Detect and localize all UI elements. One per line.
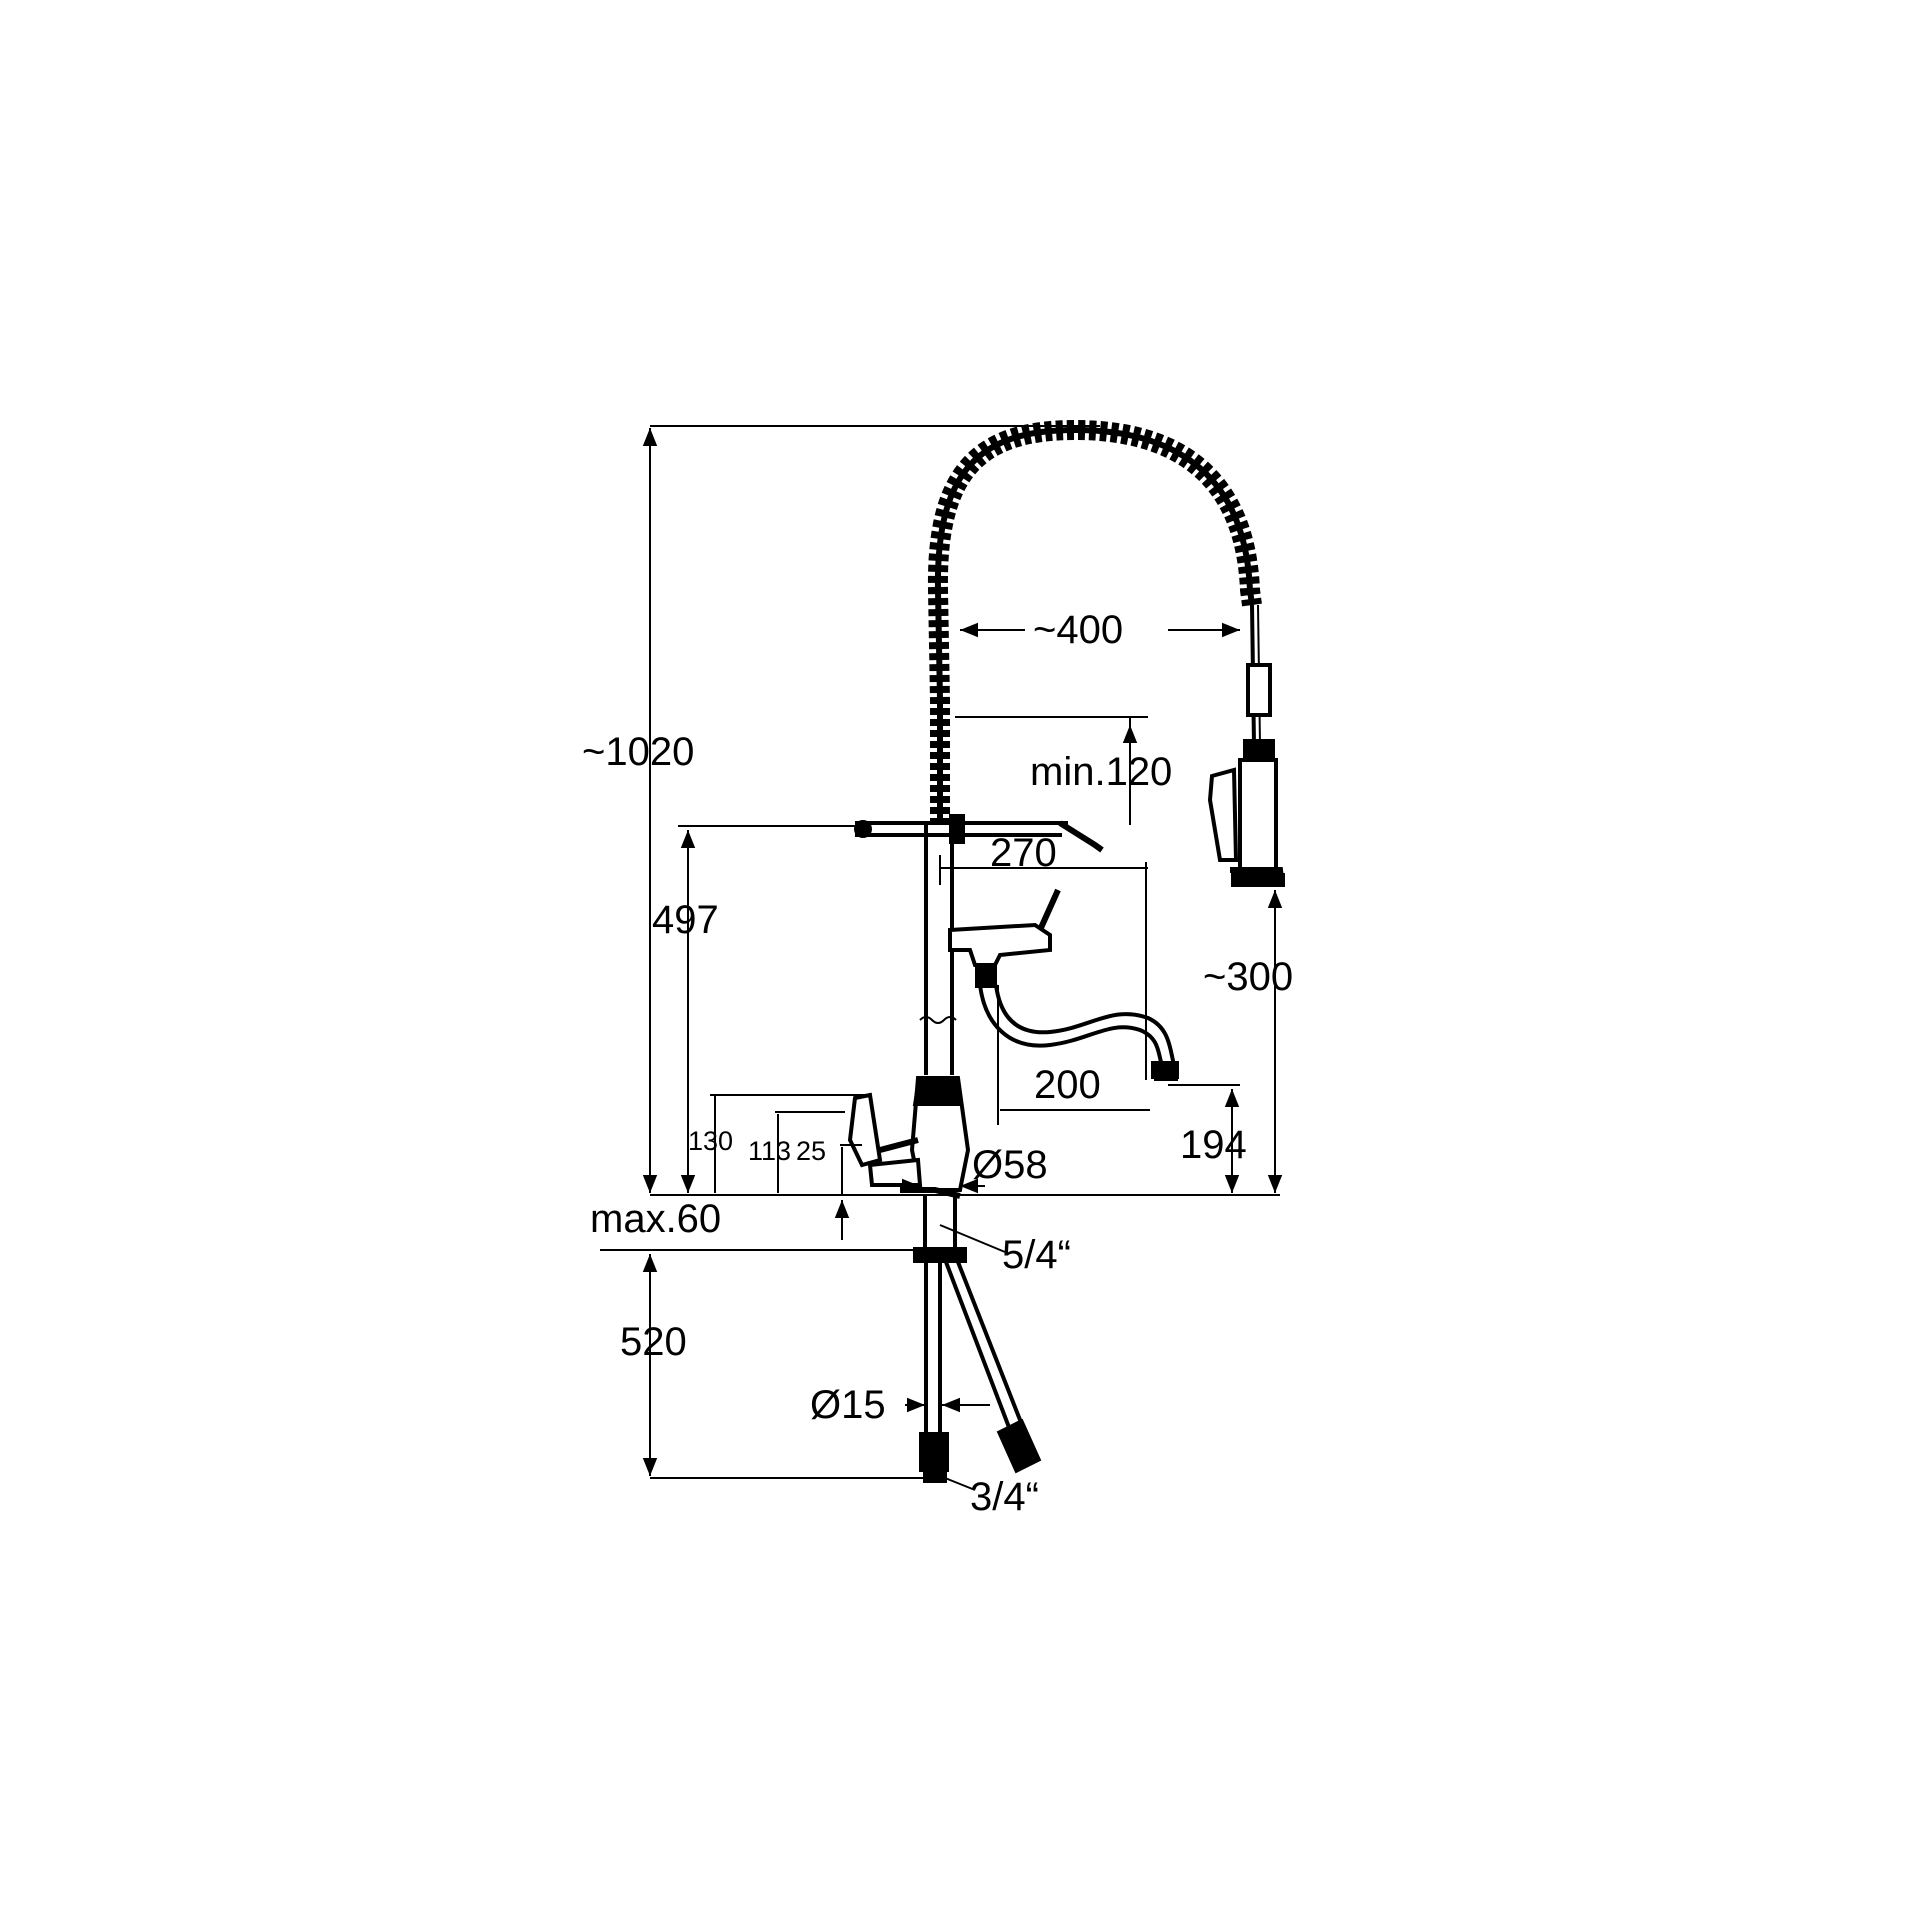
spray-head bbox=[1207, 663, 1285, 887]
label-arm-height: 497 bbox=[652, 898, 719, 942]
label-lever-25: 25 bbox=[796, 1136, 826, 1166]
dimension-labels: ~1020 ~400 min.120 497 270 ~300 200 194 … bbox=[582, 608, 1293, 1519]
label-total-height: ~1020 bbox=[582, 730, 694, 774]
label-hose-diameter: Ø15 bbox=[810, 1383, 886, 1427]
label-spout-outlet-height: 194 bbox=[1180, 1123, 1247, 1167]
swivel-spout bbox=[948, 888, 1179, 1081]
support-arm bbox=[854, 814, 1104, 853]
label-base-diameter: Ø58 bbox=[972, 1143, 1048, 1187]
label-thread-bottom: 3/4“ bbox=[970, 1475, 1039, 1519]
dimension-lines bbox=[600, 425, 1283, 1491]
supply-hoses bbox=[919, 1261, 1042, 1483]
label-min-clearance: min.120 bbox=[1030, 750, 1172, 794]
deck-connection bbox=[913, 1196, 967, 1263]
label-spout-projection: 200 bbox=[1034, 1063, 1101, 1107]
label-thread-top: 5/4“ bbox=[1002, 1233, 1071, 1277]
label-spout-reach: 270 bbox=[990, 831, 1057, 875]
label-max-deck: max.60 bbox=[590, 1197, 721, 1241]
label-spray-head: ~300 bbox=[1203, 955, 1293, 999]
label-hose-length: 520 bbox=[620, 1320, 687, 1364]
label-lever-113: 113 bbox=[748, 1136, 791, 1166]
label-spray-reach: ~400 bbox=[1033, 608, 1123, 652]
label-lever-130: 130 bbox=[688, 1126, 733, 1156]
spring-core bbox=[934, 426, 1255, 825]
